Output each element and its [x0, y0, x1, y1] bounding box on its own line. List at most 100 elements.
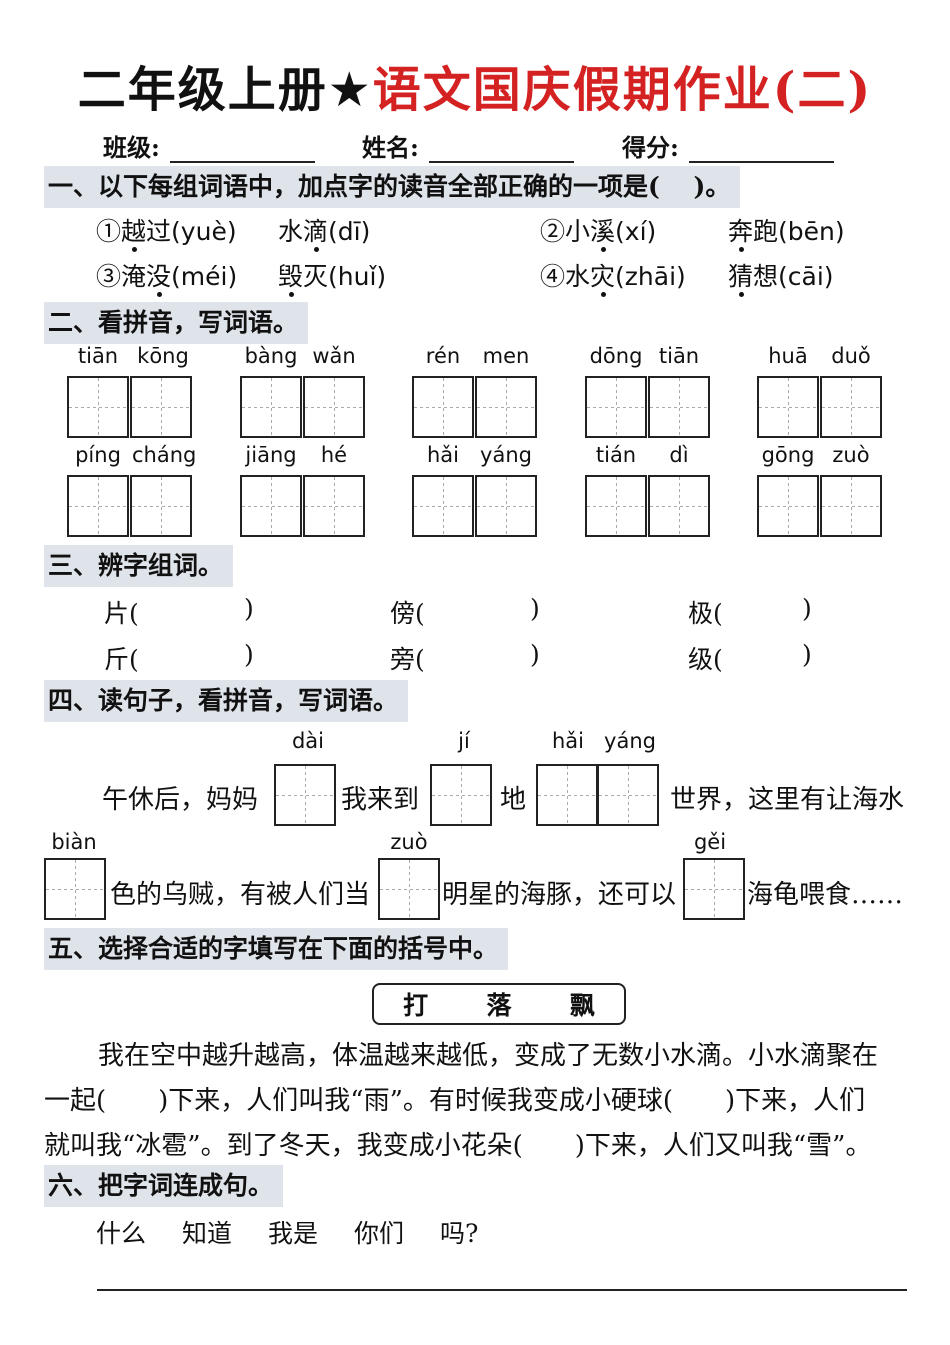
option-3[interactable]: ③淹没(méi)	[96, 262, 238, 291]
option-2[interactable]: ②小溪(xí)	[540, 217, 657, 246]
pinyin: zuò	[390, 830, 428, 854]
pinyin: hǎi	[551, 729, 584, 753]
passage-line: 就叫我“冰雹”。到了冬天，我变成小花朵( )下来，人们又叫我“雪”。	[44, 1131, 872, 1161]
sentence-text: 海龟喂食……	[747, 880, 904, 910]
writing-box[interactable]	[597, 764, 659, 826]
name-line[interactable]	[428, 139, 574, 163]
option-2-word-2: 奔跑(bēn)	[728, 217, 845, 246]
writing-box[interactable]	[683, 858, 745, 920]
pinyin: kōng	[137, 344, 189, 368]
pinyin: yáng	[604, 729, 656, 753]
paren-close: )	[530, 594, 540, 623]
writing-box[interactable]	[585, 475, 647, 537]
writing-box[interactable]	[378, 858, 440, 920]
pinyin: dōng	[589, 344, 643, 368]
writing-box[interactable]	[820, 475, 882, 537]
score-field[interactable]: 得分:	[622, 128, 834, 163]
class-label: 班级:	[103, 133, 160, 162]
paren-close: )	[244, 640, 254, 669]
writing-box[interactable]	[430, 764, 492, 826]
writing-box[interactable]	[240, 376, 302, 438]
sentence-text: 色的乌贼，有被人们当	[110, 880, 371, 910]
pinyin: gōng	[761, 443, 815, 467]
choice-word: 落	[486, 991, 512, 1020]
option-3-word-2: 毁灭(huǐ)	[278, 262, 387, 291]
writing-box[interactable]	[820, 376, 882, 438]
pinyin: tiān	[77, 344, 119, 368]
word-choice-box: 打 落 飘	[372, 983, 626, 1025]
char-prompt: 极(	[688, 599, 723, 628]
pinyin: gěi	[693, 830, 727, 854]
pinyin: men	[482, 344, 530, 368]
char-prompt: 斤(	[104, 645, 139, 674]
char-prompt: 傍(	[390, 599, 425, 628]
choice-word: 飘	[569, 991, 595, 1020]
answer-line[interactable]	[97, 1289, 907, 1291]
writing-box[interactable]	[757, 376, 819, 438]
paren-close: )	[530, 640, 540, 669]
option-4-word-2: 猜想(cāi)	[728, 262, 834, 291]
paren-close: )	[802, 640, 812, 669]
pinyin: hé	[320, 443, 348, 467]
name-label: 姓名:	[362, 133, 419, 162]
word-card: 知道	[182, 1219, 233, 1248]
name-field[interactable]: 姓名:	[362, 128, 574, 163]
section-6-heading: 六、把字词连成句。	[44, 1165, 284, 1207]
title-grade: 二年级上册	[77, 62, 328, 118]
writing-box[interactable]	[303, 376, 365, 438]
pinyin: dài	[291, 729, 325, 753]
pinyin: wǎn	[312, 344, 356, 368]
writing-box[interactable]	[648, 475, 710, 537]
page-title: 二年级上册★语文国庆假期作业(二)	[0, 50, 950, 120]
pinyin: dì	[669, 443, 689, 467]
char-prompt: 旁(	[390, 645, 425, 674]
section-3-heading: 三、辨字组词。	[44, 545, 234, 587]
writing-box[interactable]	[648, 376, 710, 438]
writing-box[interactable]	[274, 764, 336, 826]
section-5-heading: 五、选择合适的字填写在下面的括号中。	[44, 928, 509, 970]
option-4[interactable]: ④水灾(zhāi)	[540, 262, 686, 291]
pinyin: píng	[75, 443, 121, 467]
passage-line: 我在空中越升越高，体温越来越低，变成了无数小水滴。小水滴聚在	[98, 1041, 879, 1071]
score-label: 得分:	[622, 133, 679, 162]
writing-box[interactable]	[757, 475, 819, 537]
writing-box[interactable]	[303, 475, 365, 537]
writing-box[interactable]	[475, 475, 537, 537]
choice-word: 打	[403, 991, 429, 1020]
score-line[interactable]	[688, 139, 834, 163]
section-2-heading: 二、看拼音，写词语。	[44, 302, 309, 344]
writing-box[interactable]	[130, 376, 192, 438]
class-line[interactable]	[169, 139, 315, 163]
pinyin: yáng	[480, 443, 532, 467]
sentence-text: 明星的海豚，还可以	[442, 880, 677, 910]
writing-box[interactable]	[130, 475, 192, 537]
writing-box[interactable]	[585, 376, 647, 438]
pinyin: rén	[425, 344, 461, 368]
writing-box[interactable]	[44, 858, 106, 920]
word-card: 什么	[96, 1219, 147, 1248]
pinyin: tián	[595, 443, 637, 467]
word-card: 我是	[268, 1219, 319, 1248]
pinyin: bàng	[244, 344, 298, 368]
sentence-text: 午休后，妈妈	[102, 785, 259, 815]
writing-box[interactable]	[240, 475, 302, 537]
writing-box[interactable]	[67, 475, 129, 537]
writing-box[interactable]	[412, 475, 474, 537]
pinyin: hǎi	[426, 443, 459, 467]
pinyin: jí	[458, 729, 470, 753]
char-prompt: 级(	[688, 645, 723, 674]
writing-box[interactable]	[67, 376, 129, 438]
class-field[interactable]: 班级:	[103, 128, 315, 163]
option-1[interactable]: ①越过(yuè)	[96, 217, 237, 246]
pinyin: cháng	[132, 443, 197, 467]
pinyin: jiāng	[245, 443, 297, 467]
writing-box[interactable]	[412, 376, 474, 438]
char-prompt: 片(	[104, 599, 139, 628]
writing-box[interactable]	[475, 376, 537, 438]
star-icon: ★	[327, 62, 373, 118]
passage-line: 一起( )下来，人们叫我“雨”。有时候我变成小硬球( )下来，人们	[44, 1086, 866, 1116]
sentence-text: 地	[500, 785, 527, 815]
writing-box[interactable]	[536, 764, 598, 826]
pinyin: duǒ	[831, 344, 871, 368]
word-card: 吗?	[440, 1219, 479, 1248]
